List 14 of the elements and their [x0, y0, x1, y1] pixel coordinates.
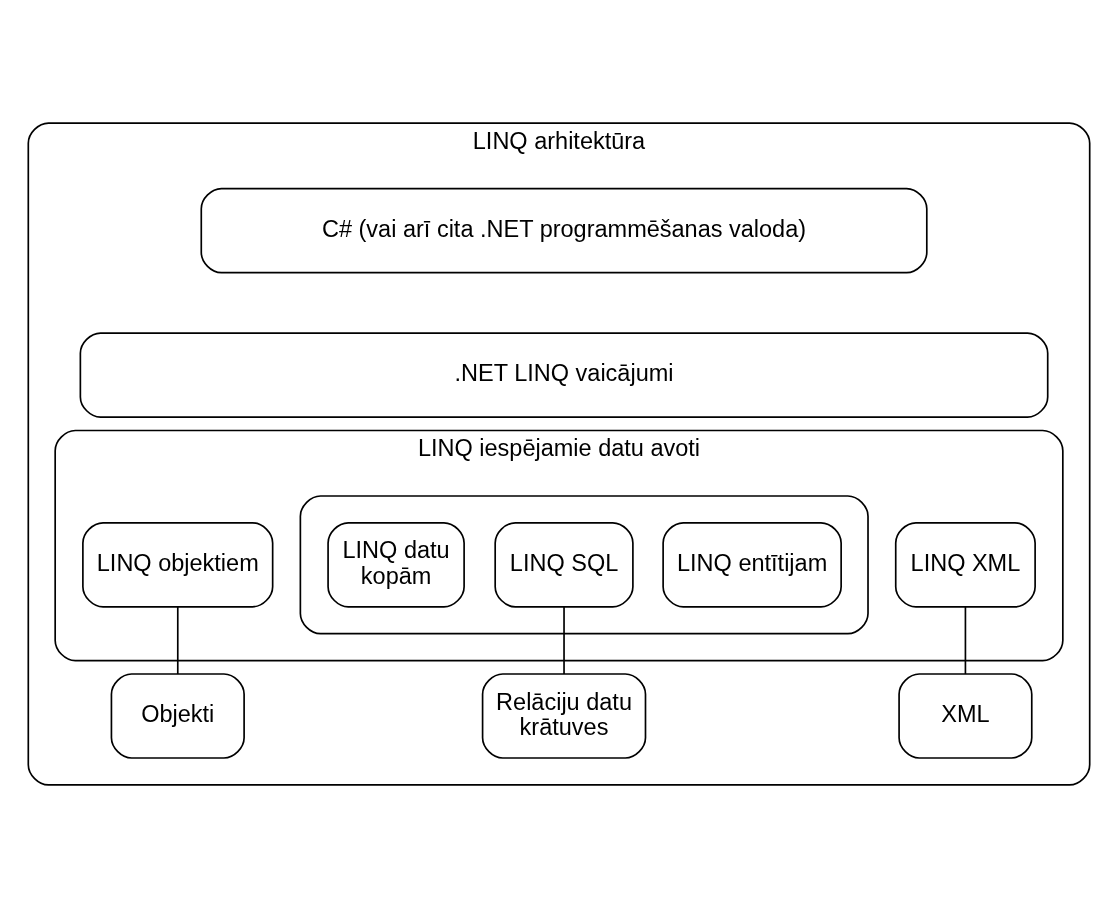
node-box: C# (vai arī cita .NET programmēšanas valoda) — [200, 187, 928, 274]
node-box: XML — [898, 673, 1033, 759]
connector — [563, 606, 565, 675]
connector — [176, 606, 179, 675]
node-box: LINQ objektiem — [82, 522, 274, 608]
node-box: .NET LINQ vaicājumi — [79, 332, 1049, 418]
node-box: LINQ SQL — [494, 522, 634, 608]
node-box: LINQ datu kopām — [327, 522, 465, 608]
node-box: LINQ entītijam — [662, 522, 842, 608]
node-box: Objekti — [110, 673, 245, 759]
node-box: Relāciju datu krātuves — [481, 673, 647, 759]
cluster — [299, 495, 869, 635]
connector — [964, 606, 967, 675]
node-box: LINQ XML — [894, 522, 1036, 608]
